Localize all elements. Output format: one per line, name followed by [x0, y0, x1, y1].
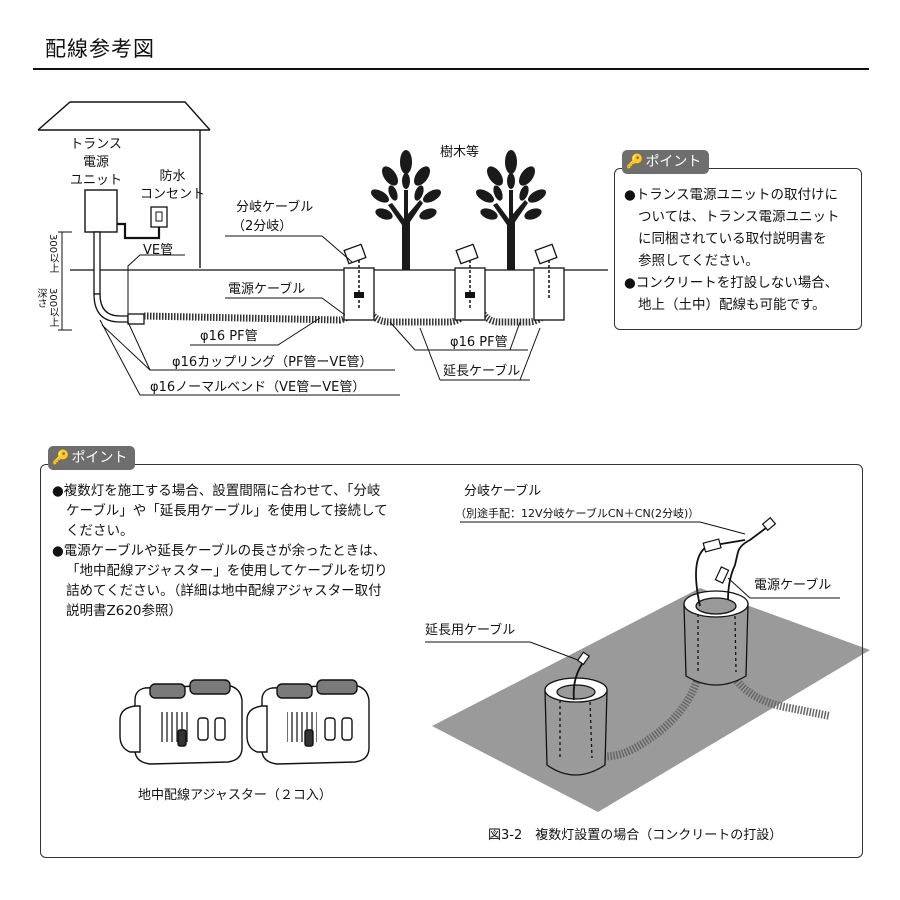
- pf-pipe-right-label: φ16 PF管: [450, 335, 508, 350]
- ext-cable-label-2: 延長用ケーブル: [425, 623, 516, 638]
- ext-cable-label: 延長ケーブル: [443, 364, 521, 379]
- key-icon: 🔑: [52, 450, 70, 466]
- title-rule: [33, 68, 869, 70]
- transformer-box: [84, 189, 118, 233]
- fixture-2: [454, 243, 486, 321]
- power-cable-label-2: 電源ケーブル: [754, 578, 832, 593]
- outlet-box: [150, 206, 168, 228]
- branch-cable-label-2: 分岐ケーブル: [464, 484, 542, 499]
- concrete-scene: [425, 516, 870, 812]
- pf-pipe-left-label: φ16 PF管: [200, 329, 258, 344]
- coupling-label: φ16カップリング（PF管ーVE管）: [172, 355, 373, 370]
- pot-2: [683, 590, 749, 686]
- point-box-2-text: ●複数灯を施工する場合、設置間隔に合わせて、「分岐 ケーブル」や「延長用ケーブル…: [52, 483, 388, 619]
- depth-label: 深さ: [35, 288, 46, 308]
- power-cable-label: 電源ケーブル: [228, 282, 306, 297]
- branch-cable-sub: （2分岐）: [232, 219, 293, 234]
- bend-label: φ16ノーマルベンド（VE管ーVE管）: [150, 380, 366, 395]
- height-above-label: 300以上: [47, 234, 58, 274]
- depth-value-label: 300以上: [47, 288, 58, 328]
- outlet-label: 防水 コンセント: [140, 169, 206, 202]
- ve-pipe-label: VE管: [143, 243, 174, 258]
- point-box-2: [40, 464, 863, 858]
- figure-caption: 図3-2 複数灯設置の場合（コンクリートの打設）: [488, 828, 783, 843]
- tree-2: [475, 150, 547, 270]
- pot-1: [544, 677, 608, 776]
- house: [37, 101, 211, 268]
- fixture-1: [343, 243, 375, 321]
- tree-1: [370, 150, 442, 270]
- key-icon: 🔑: [626, 154, 644, 170]
- concrete-slab: [432, 588, 870, 812]
- point-box-1-text: ●トランス電源ユニットの取付けに ついては、トランス電源ユニット に同梱されてい…: [624, 187, 840, 313]
- adjuster-1: [119, 679, 243, 765]
- adjuster-2: [246, 679, 370, 765]
- point-tag-2: 🔑 ポイント: [48, 446, 136, 470]
- adjuster-caption: 地中配線アジャスター（２コ入）: [138, 788, 332, 803]
- fixture-3: [533, 243, 565, 321]
- page-title: 配線参考図: [45, 37, 155, 61]
- transformer-label: トランス 電源 ユニット: [70, 137, 123, 188]
- ve-pipe: [93, 231, 101, 295]
- adjuster-pair-drawing: [119, 679, 370, 765]
- branch-cable-note: （別途手配：12V分岐ケーブルCN＋CN(2分岐)）: [455, 507, 700, 520]
- trees-label: 樹木等: [440, 145, 480, 160]
- branch-cable-label: 分岐ケーブル: [236, 200, 314, 215]
- point-box-1: [614, 168, 862, 330]
- point-tag-1: 🔑 ポイント: [622, 150, 710, 174]
